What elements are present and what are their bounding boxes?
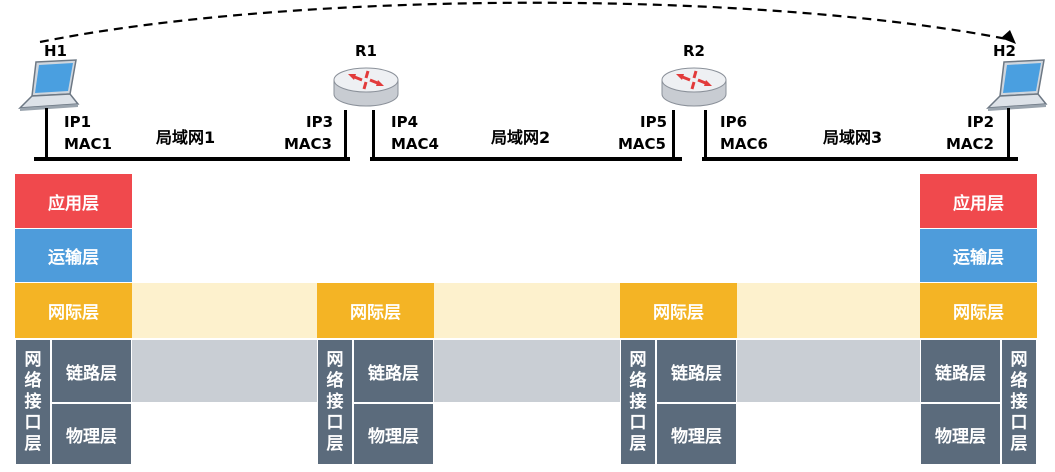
netif-char: 络: [326, 370, 344, 391]
ip6-label: IP6: [720, 113, 748, 131]
h2-link-layer: 链路层: [920, 339, 1001, 403]
link-layer-band: [132, 340, 920, 402]
ip4-label: IP4: [391, 113, 419, 131]
r1-right-drop-line: [372, 110, 375, 160]
ip2-label: IP2: [967, 113, 995, 131]
r1-physical-layer: 物理层: [353, 403, 434, 465]
mac2-label: MAC2: [946, 135, 994, 153]
netif-char: 络: [24, 370, 42, 391]
netif-char: 网: [629, 349, 647, 370]
router-icon: [333, 67, 399, 107]
netif-char: 层: [24, 433, 42, 454]
r1-left-drop-line: [344, 110, 347, 160]
lan3-bus: [702, 157, 1018, 161]
host-h2-label: H2: [993, 42, 1016, 60]
h1-application-layer: 应用层: [15, 174, 132, 228]
netif-char: 接: [326, 391, 344, 412]
lan2-bus: [370, 157, 682, 161]
h2-netif-layer: 网 络 接 口 层: [1001, 339, 1037, 465]
host-h1-label: H1: [44, 42, 67, 60]
mac6-label: MAC6: [720, 135, 768, 153]
netif-char: 网: [326, 349, 344, 370]
netif-char: 网: [24, 349, 42, 370]
h2-drop-line: [1007, 108, 1010, 160]
router-icon: [661, 67, 727, 107]
h2-physical-layer: 物理层: [920, 403, 1001, 465]
netif-char: 口: [629, 412, 647, 433]
netif-char: 接: [1010, 391, 1028, 412]
netif-char: 口: [24, 412, 42, 433]
ip3-label: IP3: [306, 113, 334, 131]
h1-physical-layer: 物理层: [51, 403, 132, 465]
mac5-label: MAC5: [618, 135, 666, 153]
r1-network-layer: 网际层: [317, 283, 434, 338]
mac3-label: MAC3: [284, 135, 332, 153]
h2-transport-layer: 运输层: [920, 229, 1037, 282]
h1-link-layer: 链路层: [51, 339, 132, 403]
netif-char: 络: [629, 370, 647, 391]
r2-network-layer: 网际层: [620, 283, 737, 338]
netif-char: 口: [326, 412, 344, 433]
netif-char: 网: [1010, 349, 1028, 370]
ip1-label: IP1: [64, 113, 92, 131]
netif-char: 络: [1010, 370, 1028, 391]
lan1-label: 局域网1: [156, 128, 216, 147]
end-to-end-arc: [39, 1, 1016, 44]
mac1-label: MAC1: [64, 135, 112, 153]
netif-char: 层: [326, 433, 344, 454]
ip5-label: IP5: [640, 113, 668, 131]
network-layer-band: [132, 283, 920, 338]
r2-left-drop-line: [672, 110, 675, 160]
r2-netif-layer: 网 络 接 口 层: [620, 339, 656, 465]
r2-link-layer: 链路层: [656, 339, 737, 403]
router-r1-label: R1: [355, 42, 377, 60]
h1-network-layer: 网际层: [15, 283, 132, 338]
h1-transport-layer: 运输层: [15, 229, 132, 282]
r2-physical-layer: 物理层: [656, 403, 737, 465]
laptop-icon: [986, 59, 1048, 111]
router-r2-label: R2: [683, 42, 705, 60]
h2-application-layer: 应用层: [920, 174, 1037, 228]
h1-netif-layer: 网 络 接 口 层: [15, 339, 51, 465]
r1-link-layer: 链路层: [353, 339, 434, 403]
netif-char: 接: [629, 391, 647, 412]
netif-char: 层: [1010, 433, 1028, 454]
mac4-label: MAC4: [391, 135, 439, 153]
r1-netif-layer: 网 络 接 口 层: [317, 339, 353, 465]
r2-right-drop-line: [704, 110, 707, 160]
netif-char: 层: [629, 433, 647, 454]
lan3-label: 局域网3: [823, 128, 883, 147]
lan2-label: 局域网2: [491, 128, 551, 147]
h1-drop-line: [45, 108, 48, 160]
netif-char: 口: [1010, 412, 1028, 433]
laptop-icon: [18, 59, 80, 111]
h2-network-layer: 网际层: [920, 283, 1037, 338]
lan1-bus: [34, 157, 350, 161]
netif-char: 接: [24, 391, 42, 412]
